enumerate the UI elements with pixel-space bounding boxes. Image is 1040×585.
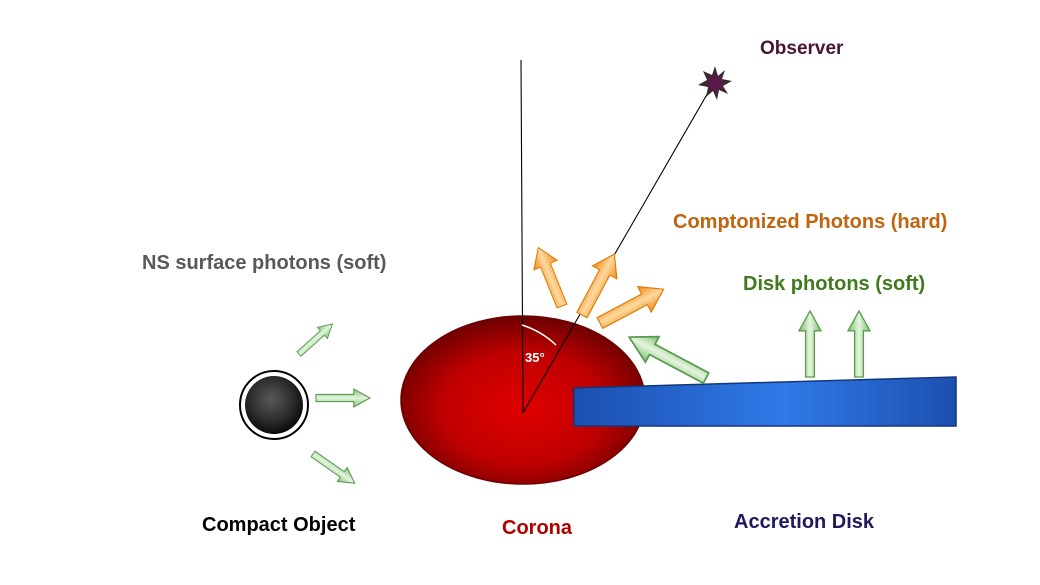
- hard-photon-arrow-left: [526, 242, 575, 312]
- comptonized-photons-label: Comptonized Photons (hard): [673, 211, 947, 233]
- ns-photon-arrow-middle: [315, 388, 371, 408]
- ns-photon-arrow-upper: [293, 317, 338, 361]
- compact-object-label: Compact Object: [202, 514, 356, 536]
- accretion-disk-shape: [573, 376, 957, 427]
- corona-label: Corona: [502, 517, 573, 539]
- ns-photon-arrow-lower: [307, 446, 361, 491]
- disk-photons-label: Disk photons (soft): [743, 273, 925, 295]
- ns-surface-photons-label: NS surface photons (soft): [142, 252, 386, 274]
- observer-label: Observer: [760, 38, 844, 59]
- vertical-axis-line: [520, 59, 524, 414]
- accretion-disk-label: Accretion Disk: [734, 511, 875, 533]
- disk-photon-arrow-left: [798, 310, 822, 378]
- angle-arc: [521, 324, 557, 346]
- angle-label: 35°: [525, 350, 545, 365]
- line-of-sight: [522, 83, 714, 414]
- observer-star-icon: [698, 66, 732, 100]
- compact-object-core: [245, 376, 303, 434]
- disk-photon-arrow-right: [847, 310, 871, 378]
